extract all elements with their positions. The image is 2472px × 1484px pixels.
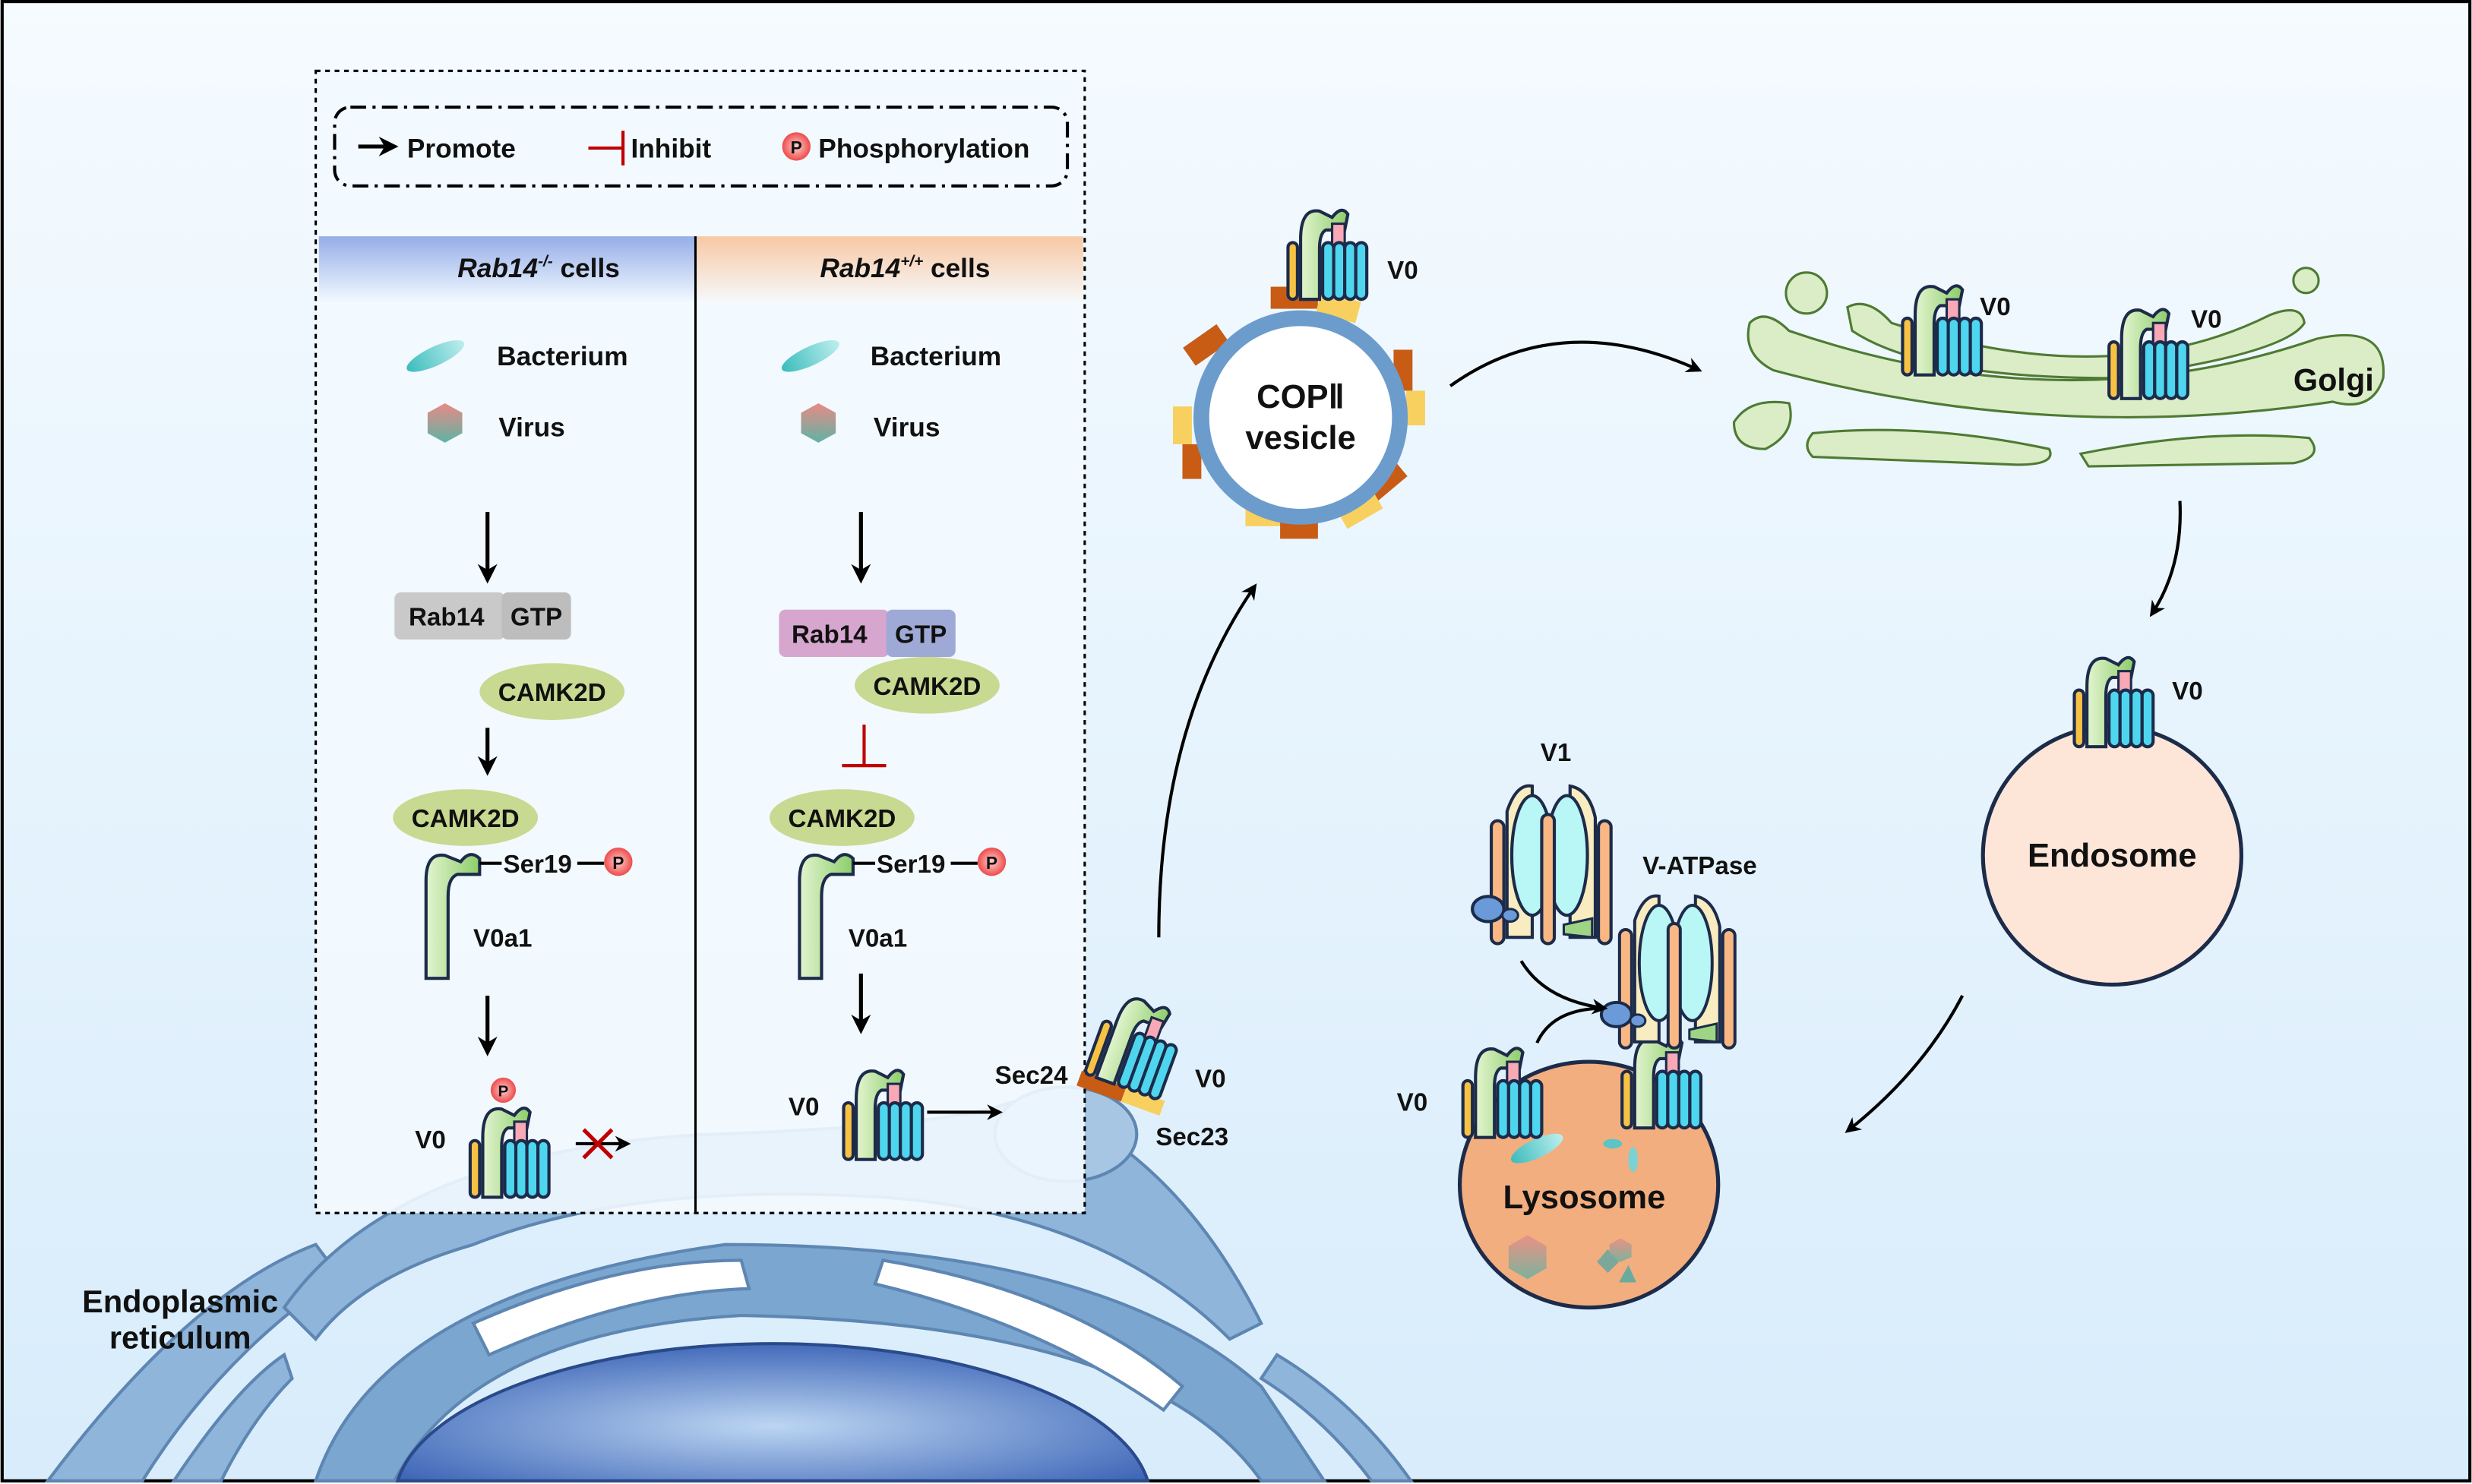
arrow [1157, 583, 1257, 938]
phospho-label: P [498, 1083, 509, 1100]
camk2d-label: CAMK2D [412, 805, 520, 833]
phospho-icon [782, 132, 811, 161]
virus-icon [801, 403, 836, 443]
camk2d-label: CAMK2D [498, 679, 606, 707]
phospho-label: P [612, 853, 624, 873]
arrow [1845, 995, 1965, 1133]
inhibit-icon [588, 131, 625, 166]
gtp-box [886, 609, 956, 657]
lysosome-label: Lysosome [1503, 1179, 1666, 1216]
inhibit-icon [842, 725, 887, 768]
endosome-label: Endosome [2028, 838, 2197, 874]
v0-label: V0 [1195, 1065, 1226, 1093]
arrow [2149, 500, 2182, 617]
virus-debris [1619, 1265, 1636, 1283]
er-label-line2: reticulum [109, 1320, 251, 1356]
gtp-label: GTP [511, 604, 562, 632]
golgi-label: Golgi [2293, 362, 2374, 397]
copii-label: COPⅡ [1257, 379, 1345, 415]
debris [1628, 1147, 1638, 1173]
rab14-box [394, 592, 505, 640]
v-atpase-label: V-ATPase [1642, 852, 1757, 880]
copii-label-2: vesicle [1245, 420, 1355, 456]
gtp-label: GTP [895, 620, 947, 649]
ser19-label: Ser19 [877, 851, 945, 879]
phospho-icon-label: P [791, 137, 802, 157]
legend-phosphorylation: Phosphorylation [818, 134, 1029, 163]
v0a1-label: V0a1 [473, 925, 532, 953]
phospho-icon [977, 847, 1007, 876]
rab14-box [779, 609, 890, 657]
v0-label: V0 [2191, 305, 2222, 333]
legend-promote: Promote [407, 134, 516, 163]
right-header-bg [697, 236, 1083, 303]
bacterium-debris [1510, 1133, 1563, 1164]
legend-inhibit: Inhibit [631, 134, 711, 163]
copii-vesicle [1193, 310, 1408, 525]
v0-label: V0 [1980, 293, 2011, 321]
blocked-x-icon [582, 1128, 614, 1160]
bacterium-icon [781, 339, 839, 372]
v0-label: V0 [789, 1094, 820, 1122]
phospho-icon [604, 847, 633, 876]
camk2d-free [479, 663, 625, 720]
camk2d-bound [393, 789, 539, 846]
rab14-label: Rab14 [792, 620, 868, 649]
v0-label: V0 [1397, 1088, 1428, 1116]
rab14-label: Rab14 [409, 604, 485, 632]
left-bacterium: Bacterium [497, 342, 627, 371]
right-virus: Virus [874, 413, 940, 443]
camk2d-complex [855, 656, 1000, 714]
sec24-label: Sec24 [995, 1062, 1068, 1090]
camk2d-bound [770, 789, 915, 846]
sec24 [1076, 1070, 1127, 1102]
sec23-label: Sec23 [1155, 1123, 1228, 1151]
er-label-line1: Endoplasmic [82, 1284, 278, 1319]
camk2d-label: CAMK2D [873, 673, 981, 701]
virus-debris [1597, 1249, 1620, 1274]
arrow [1519, 960, 1608, 1015]
phospho-label: P [986, 853, 997, 873]
legend-box [333, 105, 1070, 188]
camk2d-label: CAMK2D [788, 805, 896, 833]
v0-label: V0 [1387, 257, 1418, 285]
bacterium-icon [406, 339, 465, 372]
v0-label: V0 [415, 1126, 446, 1154]
arrow [1535, 1006, 1605, 1044]
virus-debris [1508, 1235, 1547, 1280]
ser19-label: Ser19 [503, 851, 571, 879]
virus-icon [427, 403, 463, 443]
nucleus [395, 1342, 1150, 1482]
v1-label: V1 [1541, 739, 1572, 767]
right-header: Rab14+/+ cells [820, 253, 990, 284]
arrow [1449, 340, 1702, 387]
sec23 [1121, 1087, 1165, 1116]
debris [1603, 1138, 1623, 1149]
right-bacterium: Bacterium [871, 342, 1001, 371]
virus-debris [1609, 1238, 1632, 1262]
left-virus: Virus [498, 413, 565, 443]
gtp-box [501, 592, 571, 640]
left-header: Rab14-/- cells [457, 253, 620, 284]
phospho-icon [490, 1077, 517, 1104]
left-header-bg [318, 236, 696, 303]
v0a1-label: V0a1 [849, 925, 907, 953]
v0-label: V0 [2172, 677, 2203, 706]
